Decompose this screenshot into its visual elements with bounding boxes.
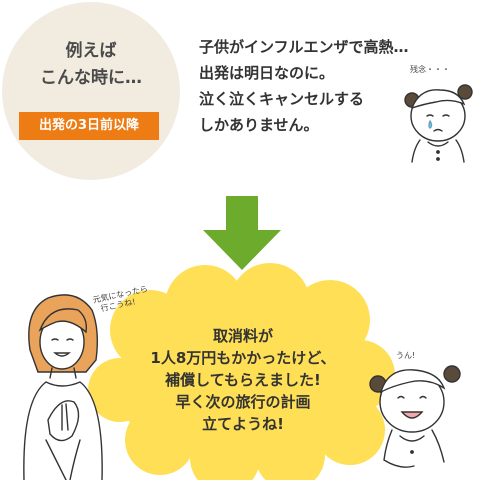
- story-line2: 出発は明日なのに。: [199, 64, 335, 82]
- result-line1: 取消料が: [212, 327, 273, 345]
- result-message: 取消料が 1人8万円もかかったけど、 補償してもらえました! 早く次の旅行の計画…: [118, 325, 368, 435]
- story-text: 子供がインフルエンザで高熱… 出発は明日なのに。 泣く泣くキャンセルする しかあ…: [199, 34, 409, 138]
- result-line4: 早く次の旅行の計画: [175, 393, 311, 411]
- timing-badge: 出発の3日前以降: [19, 112, 159, 140]
- result-line5: 立てようね!: [202, 415, 284, 433]
- story-line1: 子供がインフルエンザで高熱…: [199, 38, 409, 56]
- story-line4: しかありません。: [199, 116, 319, 134]
- happy-girl-speech: うん!: [396, 351, 416, 360]
- sad-girl-speech: 残念・・・: [410, 65, 450, 74]
- result-line2: 1人8万円もかかったけど、: [150, 349, 336, 367]
- scenario-heading-line2: こんな時に…: [40, 68, 142, 88]
- scenario-circle: 例えば こんな時に…: [2, 2, 180, 180]
- scenario-heading: 例えば こんな時に…: [2, 38, 180, 92]
- story-line3: 泣く泣くキャンセルする: [199, 90, 365, 108]
- scenario-heading-line1: 例えば: [65, 41, 117, 61]
- result-line3: 補償してもらえました!: [165, 371, 321, 389]
